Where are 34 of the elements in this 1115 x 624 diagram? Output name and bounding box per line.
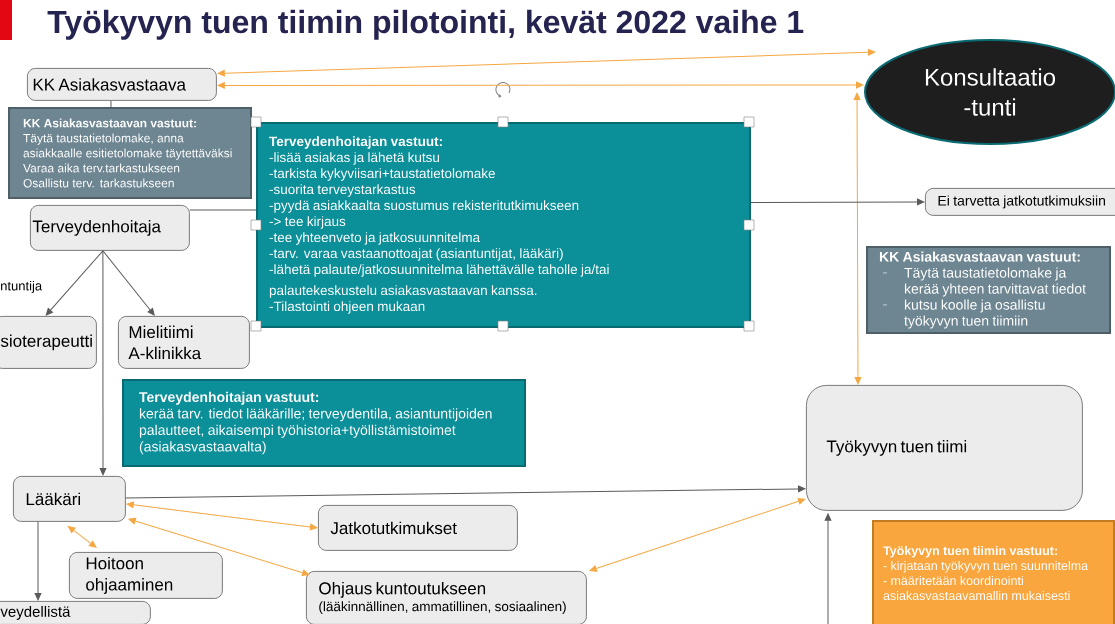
- title: Työkyvyn tuen tiimin pilotointi, kevät 2022 vaihe 1: [47, 9, 804, 40]
- arrow: [853, 92, 862, 385]
- connector-line: [110, 100, 112, 108]
- note-box: KK Asiakasvastaavan vastuut: Täytä taustatietolomake ja kerää yhteen tarvittavat tiedot kutsu koolle ja osallistu työkyvyn tuen tiimiin: [866, 246, 1111, 334]
- arrow: [217, 81, 864, 89]
- process-box: sioterapeutti: [0, 316, 97, 369]
- arrow: [45, 250, 104, 316]
- note-box: Terveydenhoitajan vastuut: -lisää asiakas ja lähetä kutsu -tarkista kykyviisari+taustatietolomake -suorita terveystarkastus -pyydä asiakkaalta suostumus rekisteritutkimukseen -> tee kirjaus -tee yhteenveto ja jatkosuunnitelma -tarv. varaa vastaanottoajat (asiantuntijat, lääkäri) -lähetä palaute/jatkosuunnitelma lähettävälle taholle ja/tai palautekeskustelu asiakasvastaavan kanssa. -Tilastointi ohjeen mukaan: [256, 122, 751, 328]
- process-box: Ohjaus kuntoutukseen (lääkinnällinen, ammatillinen, sosiaalinen): [306, 571, 587, 624]
- arrow: [824, 513, 832, 624]
- arrow: [99, 250, 107, 476]
- arrow: [126, 501, 318, 531]
- process-box: veydellistä: [0, 601, 151, 624]
- connector-line: [189, 209, 257, 211]
- note-box: KK Asiakasvastaavan vastuut: Täytä taustatietolomake, anna asiakkaalle esitietolomake täytettäväksi Varaa aika terv.tarkastukseen Osallistu terv. tarkastukseen: [8, 107, 252, 199]
- arrow: [589, 497, 806, 572]
- note-box: Terveydenhoitajan vastuut: kerää tarv. tiedot lääkärille; terveydentila, asiantuntijoiden palautteet, aikaisempi työhistoria+työllistämistoimet (asiakasvastaavalta): [122, 379, 526, 467]
- arrow: [217, 48, 876, 77]
- arrow: [102, 250, 155, 316]
- arrow: [67, 526, 97, 548]
- note-box: Työkyvyn tuen tiimin vastuut: - kirjataan työkyvyn tuen suunnitelma - määritetään koordinointi asiakasvastaavamallin mukaisesti: [872, 520, 1115, 624]
- process-box: Työkyvyn tuen tiimi: [806, 385, 1083, 511]
- process-box: Jatkotutkimukset: [318, 505, 518, 551]
- process-box: KK Asiakasvastaava: [27, 68, 217, 101]
- arrow: [125, 485, 806, 499]
- process-box: Hoitoon ohjaaminen: [69, 552, 223, 599]
- process-box: Mielitiimi A-klinikka: [118, 316, 250, 369]
- process-box: Ei tarvetta jatkotutkimuksiin: [925, 188, 1115, 216]
- process-box: Lääkäri: [13, 476, 126, 522]
- text-label: ntuntija: [1, 280, 43, 294]
- arrow: [750, 198, 925, 206]
- arrow: [34, 521, 42, 601]
- process-box: Terveydenhoitaja: [30, 205, 190, 251]
- arrow: [128, 517, 310, 577]
